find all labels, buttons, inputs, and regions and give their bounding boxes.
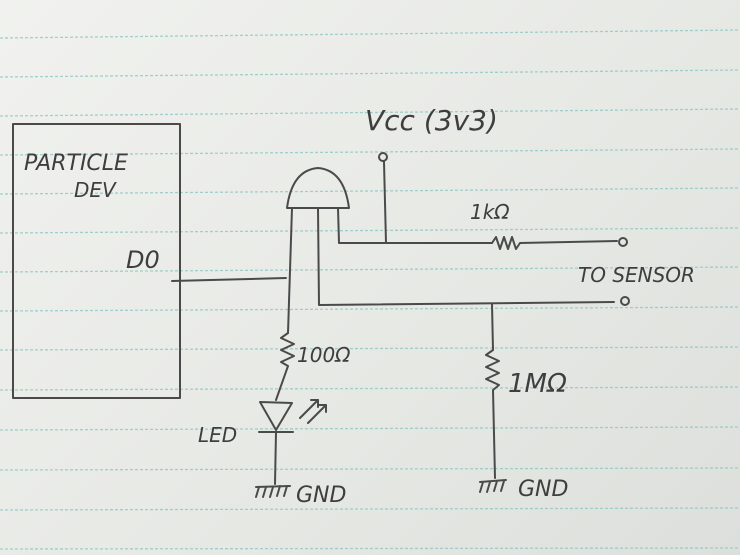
transistor-left-leg	[287, 207, 293, 334]
led-label: LED	[198, 423, 237, 447]
transistor	[286, 167, 350, 209]
ground-left-icon	[255, 485, 291, 498]
transistor-right-leg	[337, 207, 493, 244]
resistor-1m-label: 1MΩ	[508, 369, 567, 399]
resistor-1m	[485, 303, 500, 479]
ground-right-icon	[479, 479, 507, 493]
sensor-terminal-1	[618, 237, 628, 247]
vcc-wire	[383, 161, 387, 244]
board-label-line2: DEV	[74, 178, 117, 202]
d0-wire	[171, 277, 287, 282]
pin-label: D0	[126, 246, 160, 274]
resistor-1k	[491, 236, 618, 250]
led-symbol	[258, 399, 327, 485]
resistor-1k-label: 1kΩ	[470, 200, 510, 224]
board-label-line1: PARTICLE	[24, 151, 128, 176]
transistor-middle-leg	[317, 207, 615, 306]
resistor-100-label: 100Ω	[297, 343, 351, 367]
resistor-100	[275, 332, 295, 401]
gnd-right-label: GND	[518, 477, 568, 502]
vcc-terminal	[378, 152, 388, 162]
gnd-left-label: GND	[296, 483, 346, 508]
sensor-terminal-2	[620, 296, 630, 306]
sensor-label: TO SENSOR	[578, 263, 695, 287]
vcc-label: Vcc (3v3)	[365, 104, 498, 137]
paper-rules	[0, 29, 740, 550]
particle-board	[12, 123, 181, 399]
